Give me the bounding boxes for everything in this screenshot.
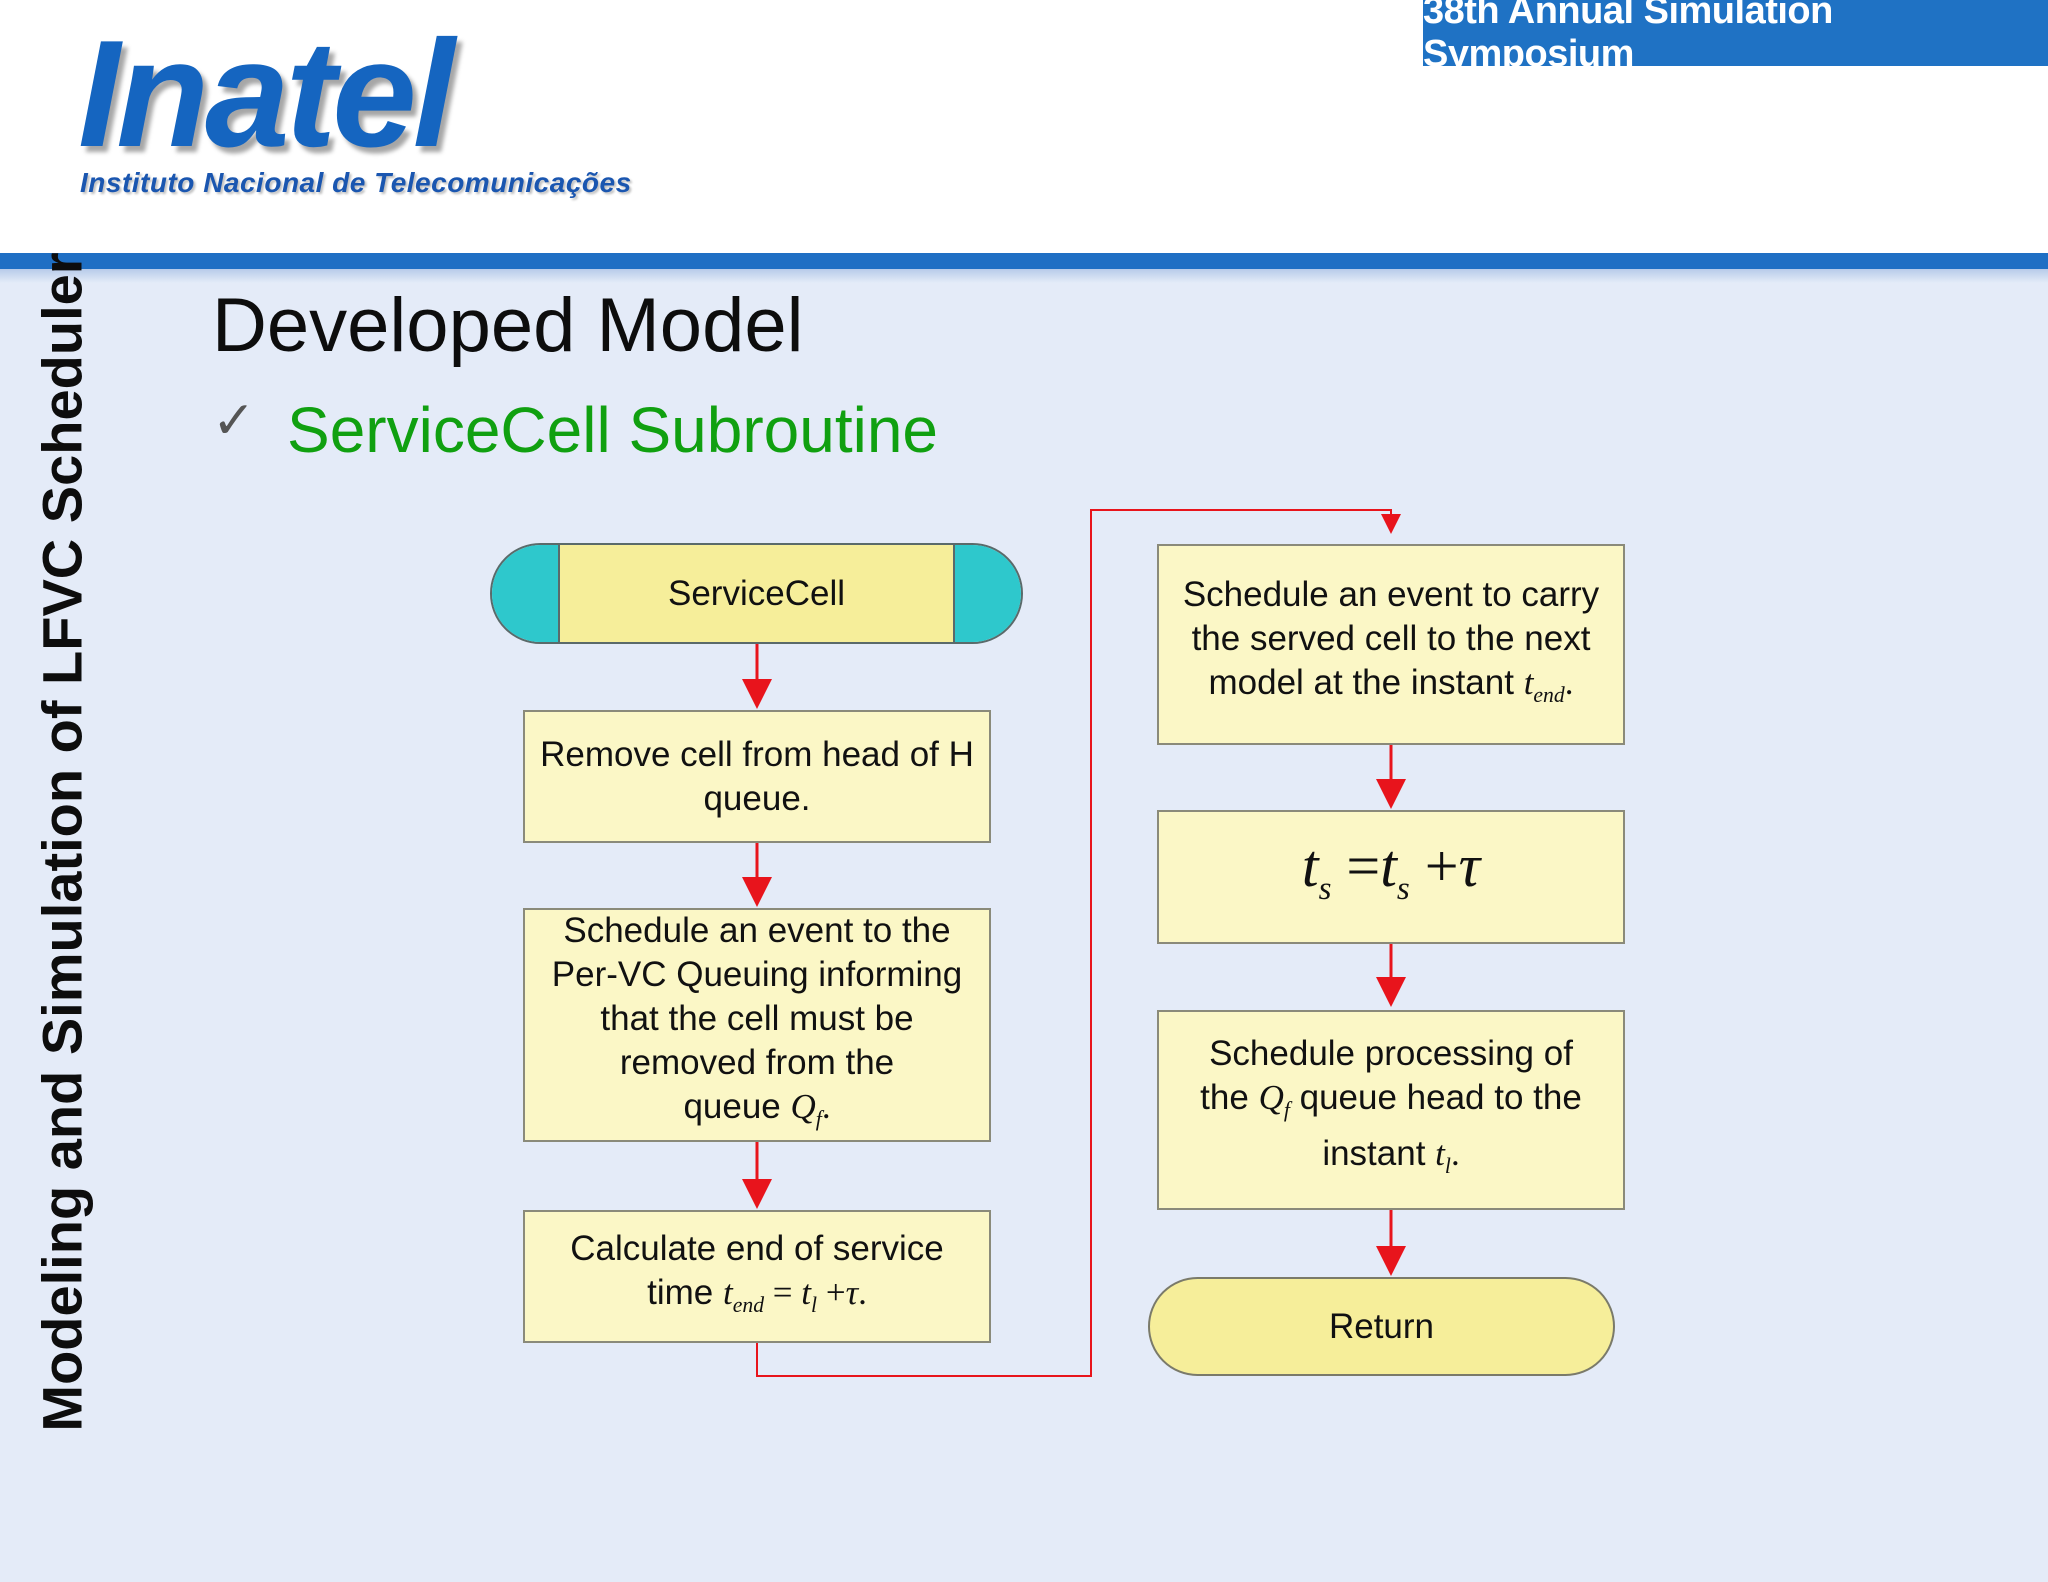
conference-badge: 38th Annual Simulation Symposium bbox=[1423, 0, 2048, 75]
processing-qf-var: Qf bbox=[1258, 1078, 1290, 1122]
process-schedule-per-vc: Schedule an event to the Per-VC Queuing … bbox=[523, 908, 991, 1142]
vertical-side-title: Modeling and Simulation of LFVC Schedule… bbox=[30, 252, 94, 1432]
processing-line-3: instant tl. bbox=[1322, 1134, 1460, 1178]
slide-title: Developed Model bbox=[212, 283, 804, 368]
processing-line-1: Schedule processing of bbox=[1209, 1034, 1573, 1073]
end-terminal-return: Return bbox=[1148, 1277, 1615, 1376]
per-vc-line-4: removed from the bbox=[619, 1043, 895, 1082]
calc-line-2: time tend = tl +τ. bbox=[647, 1272, 867, 1317]
per-vc-line-5: queue Qf. bbox=[683, 1087, 831, 1131]
start-terminal-label: ServiceCell bbox=[558, 545, 955, 642]
per-vc-line-1: Schedule an event to the bbox=[563, 911, 951, 950]
carry-line-1: Schedule an event to carry bbox=[1182, 574, 1600, 614]
header-divider-shadow bbox=[0, 269, 2048, 283]
slide-subtitle: ServiceCell Subroutine bbox=[287, 394, 938, 466]
calc-line-1: Calculate end of service bbox=[570, 1228, 944, 1268]
process-remove-cell-text: Remove cell from head of H queue. bbox=[540, 734, 974, 818]
carry-tend-var: tend bbox=[1523, 662, 1565, 707]
carry-line-2: the served cell to the next bbox=[1191, 618, 1591, 658]
checkmark-icon: ✓ bbox=[212, 391, 256, 451]
per-vc-queue-var: Qf bbox=[790, 1087, 822, 1131]
header-divider bbox=[0, 253, 2048, 269]
processing-tl-var: tl bbox=[1435, 1134, 1451, 1178]
per-vc-queue-word: queue bbox=[683, 1087, 781, 1126]
process-schedule-carry: Schedule an event to carry the served ce… bbox=[1157, 544, 1625, 745]
process-schedule-processing: Schedule processing of the Qf queue head… bbox=[1157, 1010, 1625, 1210]
process-update-ts: ts =ts +τ bbox=[1157, 810, 1625, 944]
end-terminal-label: Return bbox=[1328, 1306, 1435, 1346]
slide-content bbox=[0, 283, 2048, 1582]
per-vc-line-2: Per-VC Queuing informing bbox=[551, 955, 963, 994]
header-bar: Inatel Instituto Nacional de Telecomunic… bbox=[0, 0, 2048, 254]
per-vc-line-3: that the cell must be bbox=[600, 999, 914, 1038]
inatel-logo: Inatel bbox=[78, 9, 455, 179]
logo-subtitle: Instituto Nacional de Telecomunicações bbox=[80, 167, 632, 198]
process-remove-cell: Remove cell from head of H queue. bbox=[523, 710, 991, 843]
update-ts-equation: ts =ts +τ bbox=[1301, 832, 1481, 907]
process-calc-end-of-service: Calculate end of service time tend = tl … bbox=[523, 1210, 991, 1343]
calc-equation: tend = tl +τ. bbox=[722, 1272, 867, 1317]
carry-line-3: model at the instant tend. bbox=[1208, 662, 1574, 707]
start-terminal-servicecell: ServiceCell bbox=[490, 543, 1023, 644]
processing-line-2: the Qf queue head to the bbox=[1200, 1078, 1582, 1122]
